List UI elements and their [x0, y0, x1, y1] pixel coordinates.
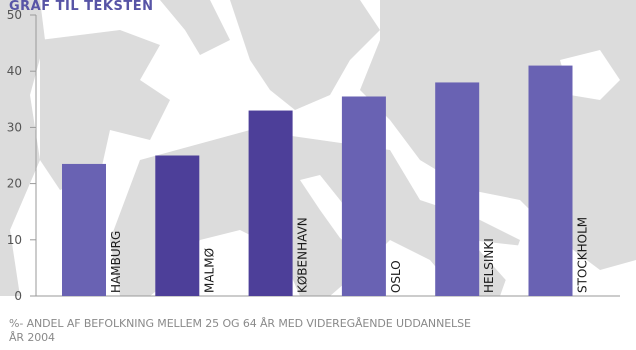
y-tick-label: 50 [7, 8, 22, 22]
category-label: OSLO [389, 260, 403, 293]
chart-title: GRAF TIL TEKSTEN [9, 0, 153, 14]
y-tick-label: 10 [7, 233, 22, 247]
bar-stockholm [528, 65, 573, 296]
category-label: HAMBURG [109, 231, 123, 293]
caption-line-1: %- ANDEL AF BEFOLKNING MELLEM 25 OG 64 Å… [9, 317, 471, 330]
category-labels: HAMBURG MALMØ KØBENHAVN OSLO HELSINKI STOCKHO… [109, 217, 590, 293]
y-tick-label: 30 [7, 120, 22, 134]
bars [62, 65, 573, 297]
bar-oslo [341, 96, 386, 297]
bar-malmø [155, 155, 200, 296]
bar-helsinki [435, 82, 480, 296]
category-label: KØBENHAVN [296, 217, 310, 293]
chart-caption: %- ANDEL AF BEFOLKNING MELLEM 25 OG 64 Å… [9, 317, 633, 345]
category-label: MALMØ [202, 248, 216, 293]
y-tick-label: 20 [7, 177, 22, 191]
y-axis: 0 10 20 30 40 50 [7, 8, 36, 303]
bar-hamburg [62, 163, 106, 296]
y-tick-label: 40 [7, 64, 22, 78]
category-label: HELSINKI [482, 238, 496, 293]
category-label: STOCKHOLM [576, 217, 590, 293]
y-tick-label: 0 [14, 289, 22, 303]
bar-københavn [248, 110, 293, 296]
caption-line-2: ÅR 2004 [9, 331, 55, 344]
